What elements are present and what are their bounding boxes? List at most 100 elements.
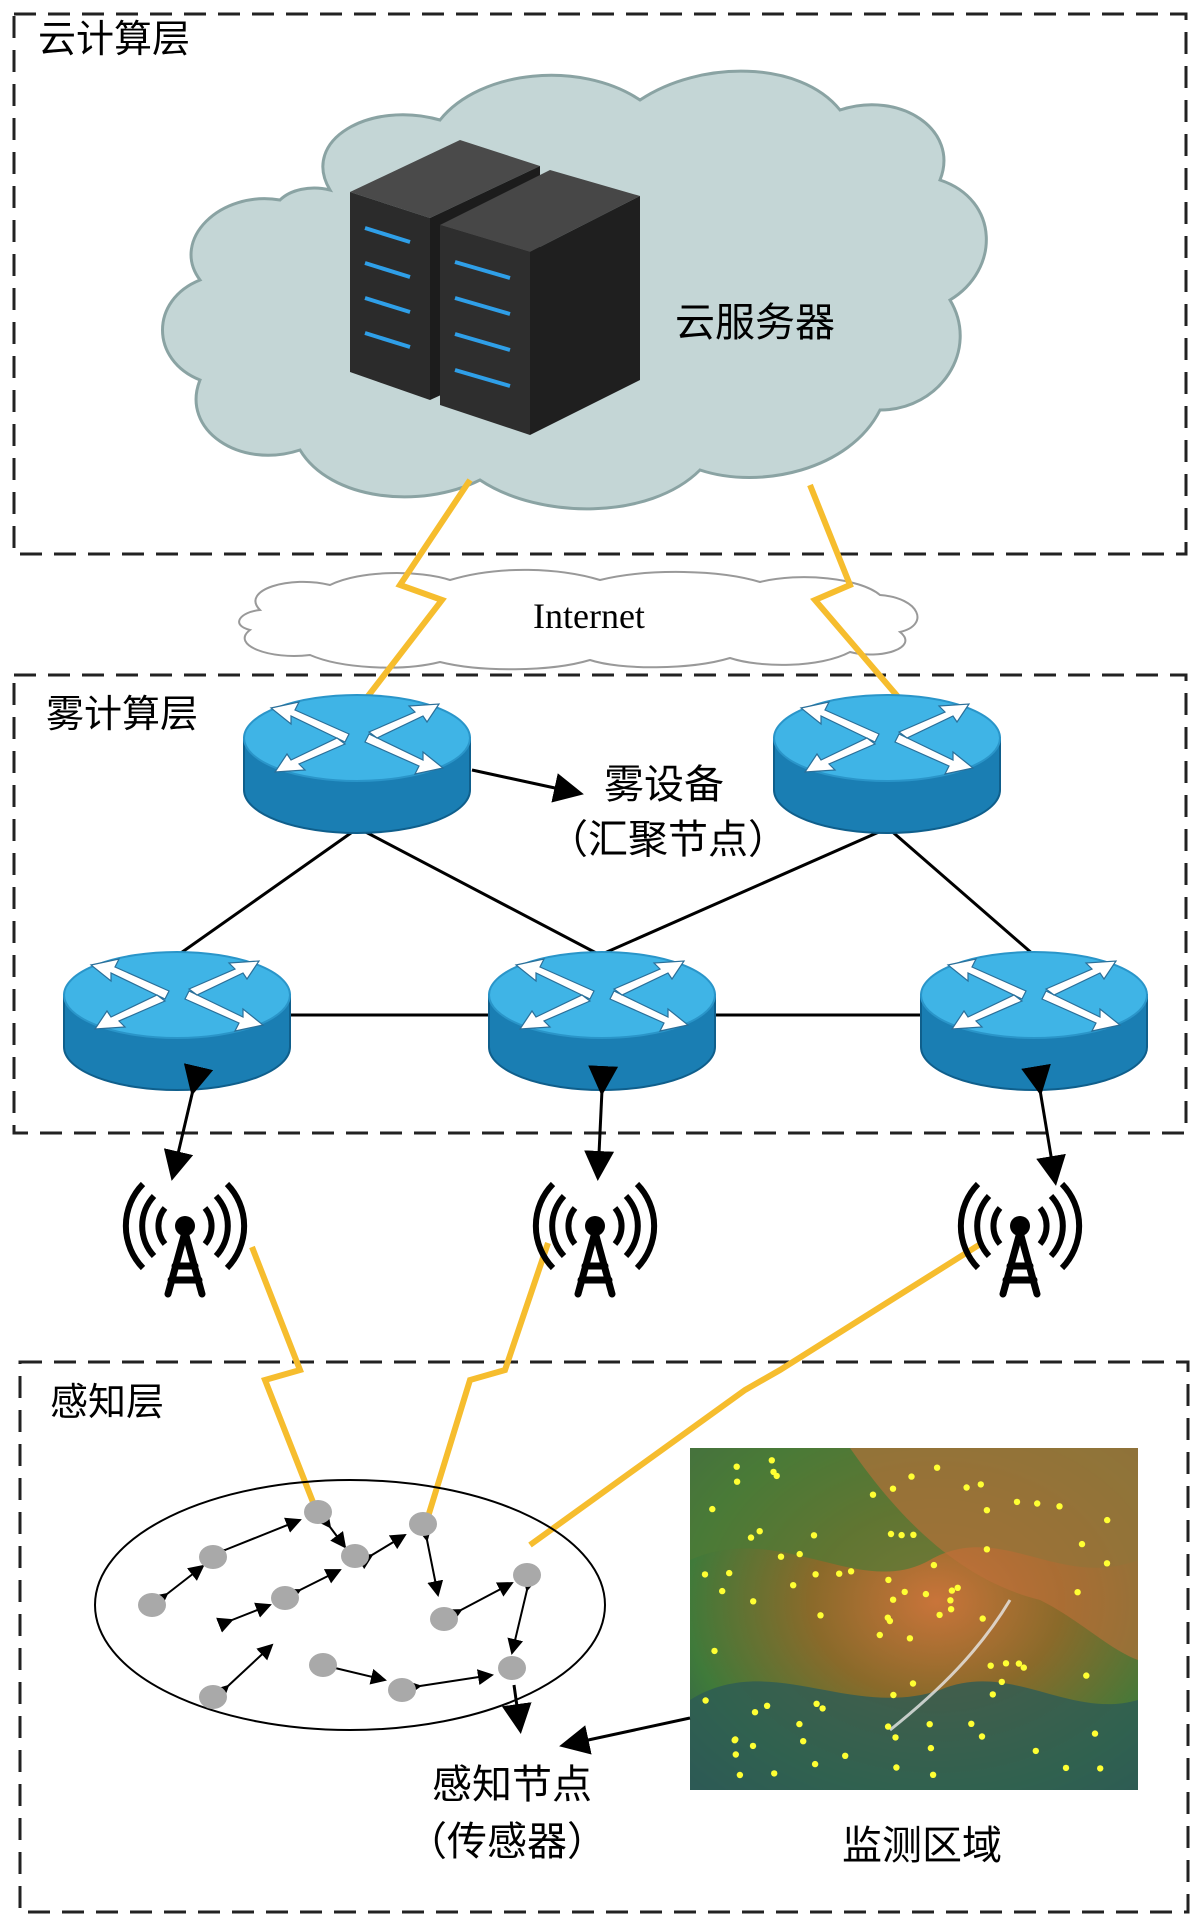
terrain-sensor-dot bbox=[811, 1760, 819, 1768]
terrain-sensor-dot bbox=[884, 1723, 892, 1730]
sensor-node bbox=[271, 1586, 299, 1610]
terrain-sensor-dot bbox=[763, 1702, 771, 1710]
terrain-sensor-dot bbox=[909, 1680, 917, 1687]
sensor-node bbox=[430, 1607, 458, 1631]
sensing-layer-box bbox=[18, 1360, 1190, 1914]
terrain-sensor-dot bbox=[936, 1611, 943, 1619]
terrain-sensor-dot bbox=[968, 1720, 975, 1728]
terrain-sensor-dot bbox=[790, 1582, 797, 1589]
terrain-sensor-dot bbox=[771, 1770, 778, 1777]
terrain-sensor-dot bbox=[983, 1507, 991, 1514]
server-rack-icon bbox=[350, 140, 640, 435]
router-icon bbox=[920, 951, 1148, 1091]
terrain-sensor-dot bbox=[889, 1596, 897, 1603]
router-antenna-links bbox=[163, 1063, 1066, 1186]
sensor-node bbox=[341, 1544, 369, 1568]
radio-tower-icon bbox=[961, 1184, 1079, 1294]
terrain-sensor-dot bbox=[1078, 1540, 1086, 1548]
terrain-sensor-dot bbox=[1083, 1672, 1090, 1679]
monitoring-area-label: 监测区域 bbox=[842, 1823, 1002, 1869]
terrain-sensor-dot bbox=[947, 1597, 954, 1604]
terrain-sensor-dot bbox=[736, 1771, 744, 1779]
terrain-sensor-dot bbox=[889, 1485, 897, 1492]
router-icon bbox=[63, 951, 291, 1091]
terrain-sensor-dot bbox=[987, 1662, 994, 1669]
terrain-sensor-dot bbox=[933, 1464, 941, 1471]
terrain-sensor-dot bbox=[876, 1631, 883, 1639]
fog-device-pointer bbox=[471, 768, 584, 803]
terrain-sensor-dot bbox=[884, 1614, 891, 1621]
terrain-sensor-dot bbox=[711, 1647, 718, 1655]
router-icon bbox=[488, 951, 716, 1091]
terrain-sensor-dot bbox=[750, 1598, 757, 1605]
terrain-sensor-dot bbox=[796, 1720, 803, 1728]
terrain-sensor-dot bbox=[893, 1764, 900, 1771]
terrain-sensor-dot bbox=[901, 1588, 908, 1596]
sensor-node bbox=[309, 1653, 337, 1677]
terrain-sensor-dot bbox=[892, 1734, 899, 1741]
radio-tower-icon bbox=[126, 1184, 244, 1294]
terrain-sensor-dot bbox=[1002, 1660, 1010, 1667]
terrain-sensor-dot bbox=[887, 1530, 895, 1538]
terrain-sensor-dot bbox=[885, 1576, 892, 1584]
terrain-sensor-dot bbox=[1032, 1747, 1040, 1755]
terrain-sensor-dot bbox=[770, 1468, 777, 1476]
sensor-network-region bbox=[94, 1479, 606, 1731]
terrain-sensor-dot bbox=[1103, 1560, 1111, 1567]
terrain-sensor-dot bbox=[836, 1570, 843, 1577]
terrain-sensor-dot bbox=[998, 1678, 1005, 1686]
terrain-sensor-dot bbox=[1013, 1498, 1021, 1506]
terrain-sensor-dot bbox=[812, 1571, 819, 1578]
terrain-sensor-dot bbox=[777, 1553, 785, 1560]
terrain-sensor-dot bbox=[1056, 1503, 1063, 1510]
terrain-sensor-dot bbox=[1091, 1730, 1099, 1737]
wireless-links bbox=[249, 478, 984, 1548]
terrain-sensor-dot bbox=[817, 1612, 824, 1619]
terrain-sensor-dot bbox=[989, 1691, 996, 1698]
terrain-sensor-dot bbox=[977, 1481, 984, 1488]
terrain-sensor-dot bbox=[926, 1721, 933, 1728]
sensor-node bbox=[304, 1500, 332, 1524]
sensor-node-label: 感知节点 bbox=[432, 1762, 592, 1808]
sensor-node bbox=[513, 1563, 541, 1587]
terrain-sensor-dot bbox=[930, 1561, 938, 1569]
fog-layer-title: 雾计算层 bbox=[46, 692, 199, 736]
terrain-sensor-dot bbox=[756, 1528, 763, 1535]
terrain-sensor-dot bbox=[701, 1571, 709, 1578]
sensor-node-pointer bbox=[559, 1716, 691, 1755]
terrain-sensor-dot bbox=[1104, 1516, 1111, 1524]
terrain-sensor-dot bbox=[813, 1700, 820, 1708]
terrain-sensor-dot bbox=[747, 1534, 755, 1541]
terrain-sensor-dot bbox=[847, 1568, 855, 1575]
sensing-layer-title: 感知层 bbox=[50, 1380, 165, 1424]
terrain-sensor-dot bbox=[922, 1590, 930, 1598]
terrain-sensor-dot bbox=[890, 1691, 897, 1699]
terrain-sensor-dot bbox=[733, 1478, 741, 1485]
terrain-sensor-dot bbox=[1097, 1765, 1104, 1772]
terrain-sensor-dot bbox=[910, 1531, 917, 1539]
terrain-sensor-dot bbox=[929, 1771, 937, 1779]
terrain-sensor-dot bbox=[731, 1737, 738, 1744]
terrain-sensor-dot bbox=[732, 1751, 739, 1758]
terrain-sensor-dot bbox=[963, 1484, 970, 1491]
terrain-sensor-dot bbox=[751, 1709, 759, 1716]
radio-tower-icon bbox=[536, 1184, 654, 1294]
monitoring-area-terrain bbox=[690, 1448, 1138, 1790]
terrain-sensor-dot bbox=[1062, 1764, 1070, 1772]
terrain-sensor-dot bbox=[1074, 1589, 1081, 1596]
terrain-sensor-dot bbox=[800, 1738, 807, 1745]
sensor-links bbox=[151, 1511, 539, 1734]
terrain-sensor-dot bbox=[869, 1491, 877, 1498]
terrain-sensor-dot bbox=[702, 1697, 709, 1704]
terrain-sensor-dot bbox=[898, 1531, 905, 1539]
cloud-server-label: 云服务器 bbox=[675, 300, 835, 346]
sensor-nodes bbox=[138, 1500, 541, 1709]
terrain-sensor-dot bbox=[719, 1587, 726, 1595]
terrain-sensor-dot bbox=[819, 1705, 826, 1712]
fog-mesh-links bbox=[177, 826, 1035, 1017]
terrain-sensor-dot bbox=[1015, 1660, 1023, 1667]
cloud-layer-title: 云计算层 bbox=[38, 17, 191, 61]
router-icon bbox=[243, 694, 471, 834]
terrain-sensor-dot bbox=[810, 1532, 818, 1539]
